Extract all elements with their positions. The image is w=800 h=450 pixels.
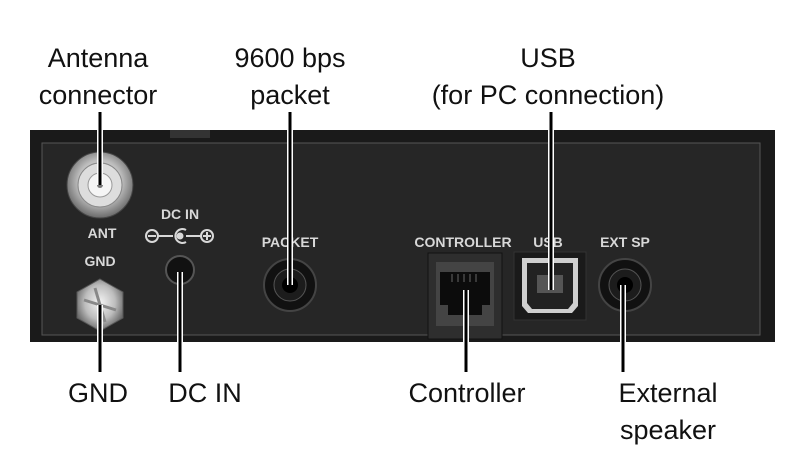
callout-usb-line1: USB (520, 43, 576, 73)
callout-ext-speaker-line2: speaker (620, 415, 716, 445)
panel-label-controller: CONTROLLER (414, 234, 511, 250)
panel-label-gnd: GND (84, 253, 115, 269)
callout-dc-in: DC IN (168, 378, 242, 408)
controller-rj-jack (427, 252, 503, 340)
callout-usb-line2: (for PC connection) (432, 80, 665, 110)
callout-antenna-line1: Antenna (48, 43, 150, 73)
panel-label-dc-in: DC IN (161, 206, 199, 222)
callout-controller: Controller (408, 378, 525, 408)
callout-antenna-line2: connector (39, 80, 158, 110)
panel-label-ext-sp: EXT SP (600, 234, 650, 250)
dc-polarity-icon (145, 228, 214, 244)
device-chassis (30, 130, 775, 342)
callout-packet-line2: packet (250, 80, 330, 110)
panel-label-ant: ANT (88, 225, 117, 241)
callout-ext-speaker-line1: External (618, 378, 717, 408)
leader-lines (97, 112, 626, 372)
callout-gnd: GND (68, 378, 128, 408)
callout-packet-line1: 9600 bps (234, 43, 345, 73)
